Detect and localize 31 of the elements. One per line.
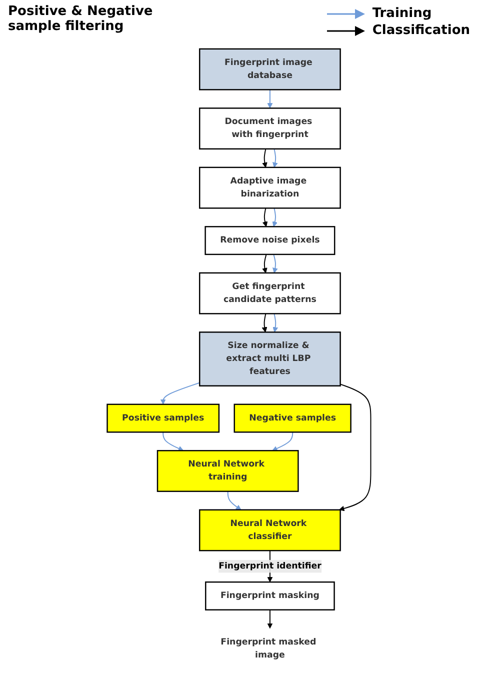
node-box: Size normalize & extract multi LBP features (199, 332, 341, 386)
arrow (267, 609, 273, 629)
arrow (267, 89, 273, 108)
arrow (160, 382, 200, 405)
node-box: Document images with fingerprint (199, 108, 341, 150)
node-text: Fingerprint masked image (220, 636, 316, 660)
arrow (272, 208, 278, 227)
node-box: Fingerprint image database (199, 48, 341, 90)
node-box: Neural Network classifier (199, 509, 341, 552)
node-box: Adaptive image binarization (199, 166, 341, 209)
arrow (272, 254, 278, 274)
arrow (272, 313, 278, 332)
node-box: Get fingerprint candidate patterns (199, 272, 341, 314)
arrow (272, 432, 294, 452)
node-box: Fingerprint masking (205, 581, 335, 610)
group-heading: Positive & Negative sample filtering (8, 4, 154, 34)
node-box: Neural Network training (156, 450, 299, 492)
arrow (272, 148, 278, 168)
arrow (339, 384, 372, 512)
arrow (262, 313, 268, 332)
node-box: Negative samples (234, 404, 352, 433)
arrow (262, 148, 268, 168)
node-box: Positive samples (106, 404, 220, 433)
arrow (262, 254, 268, 274)
edge-label: Fingerprint identifier (218, 561, 322, 571)
arrow (162, 432, 184, 452)
arrow (227, 490, 242, 510)
arrow (262, 208, 268, 227)
node-box: Remove noise pixels (204, 226, 336, 256)
legend-label: Training (372, 6, 432, 21)
legend-label: Classification (372, 23, 470, 38)
